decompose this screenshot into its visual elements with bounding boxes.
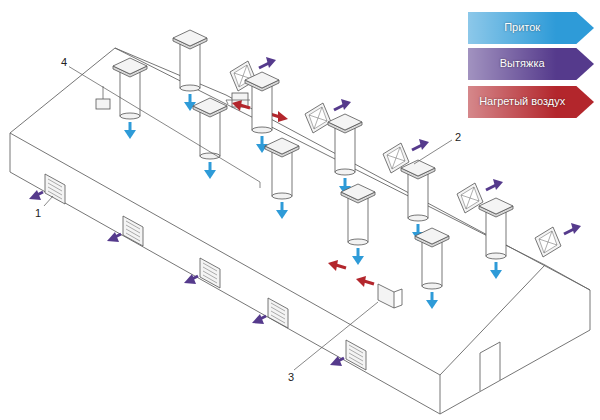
callout-number: 2 (453, 131, 463, 144)
callout-number: 1 (33, 207, 43, 220)
legend-text: Нагретый воздух (468, 86, 576, 118)
callout-number: 3 (286, 371, 296, 384)
legend-item: Приток (468, 12, 594, 44)
callout-number: 4 (59, 56, 69, 69)
legend-item: Нагретый воздух (468, 86, 594, 118)
legend-text: Вытяжка (468, 48, 576, 80)
legend-text: Приток (468, 12, 576, 44)
legend-item: Вытяжка (468, 48, 594, 80)
